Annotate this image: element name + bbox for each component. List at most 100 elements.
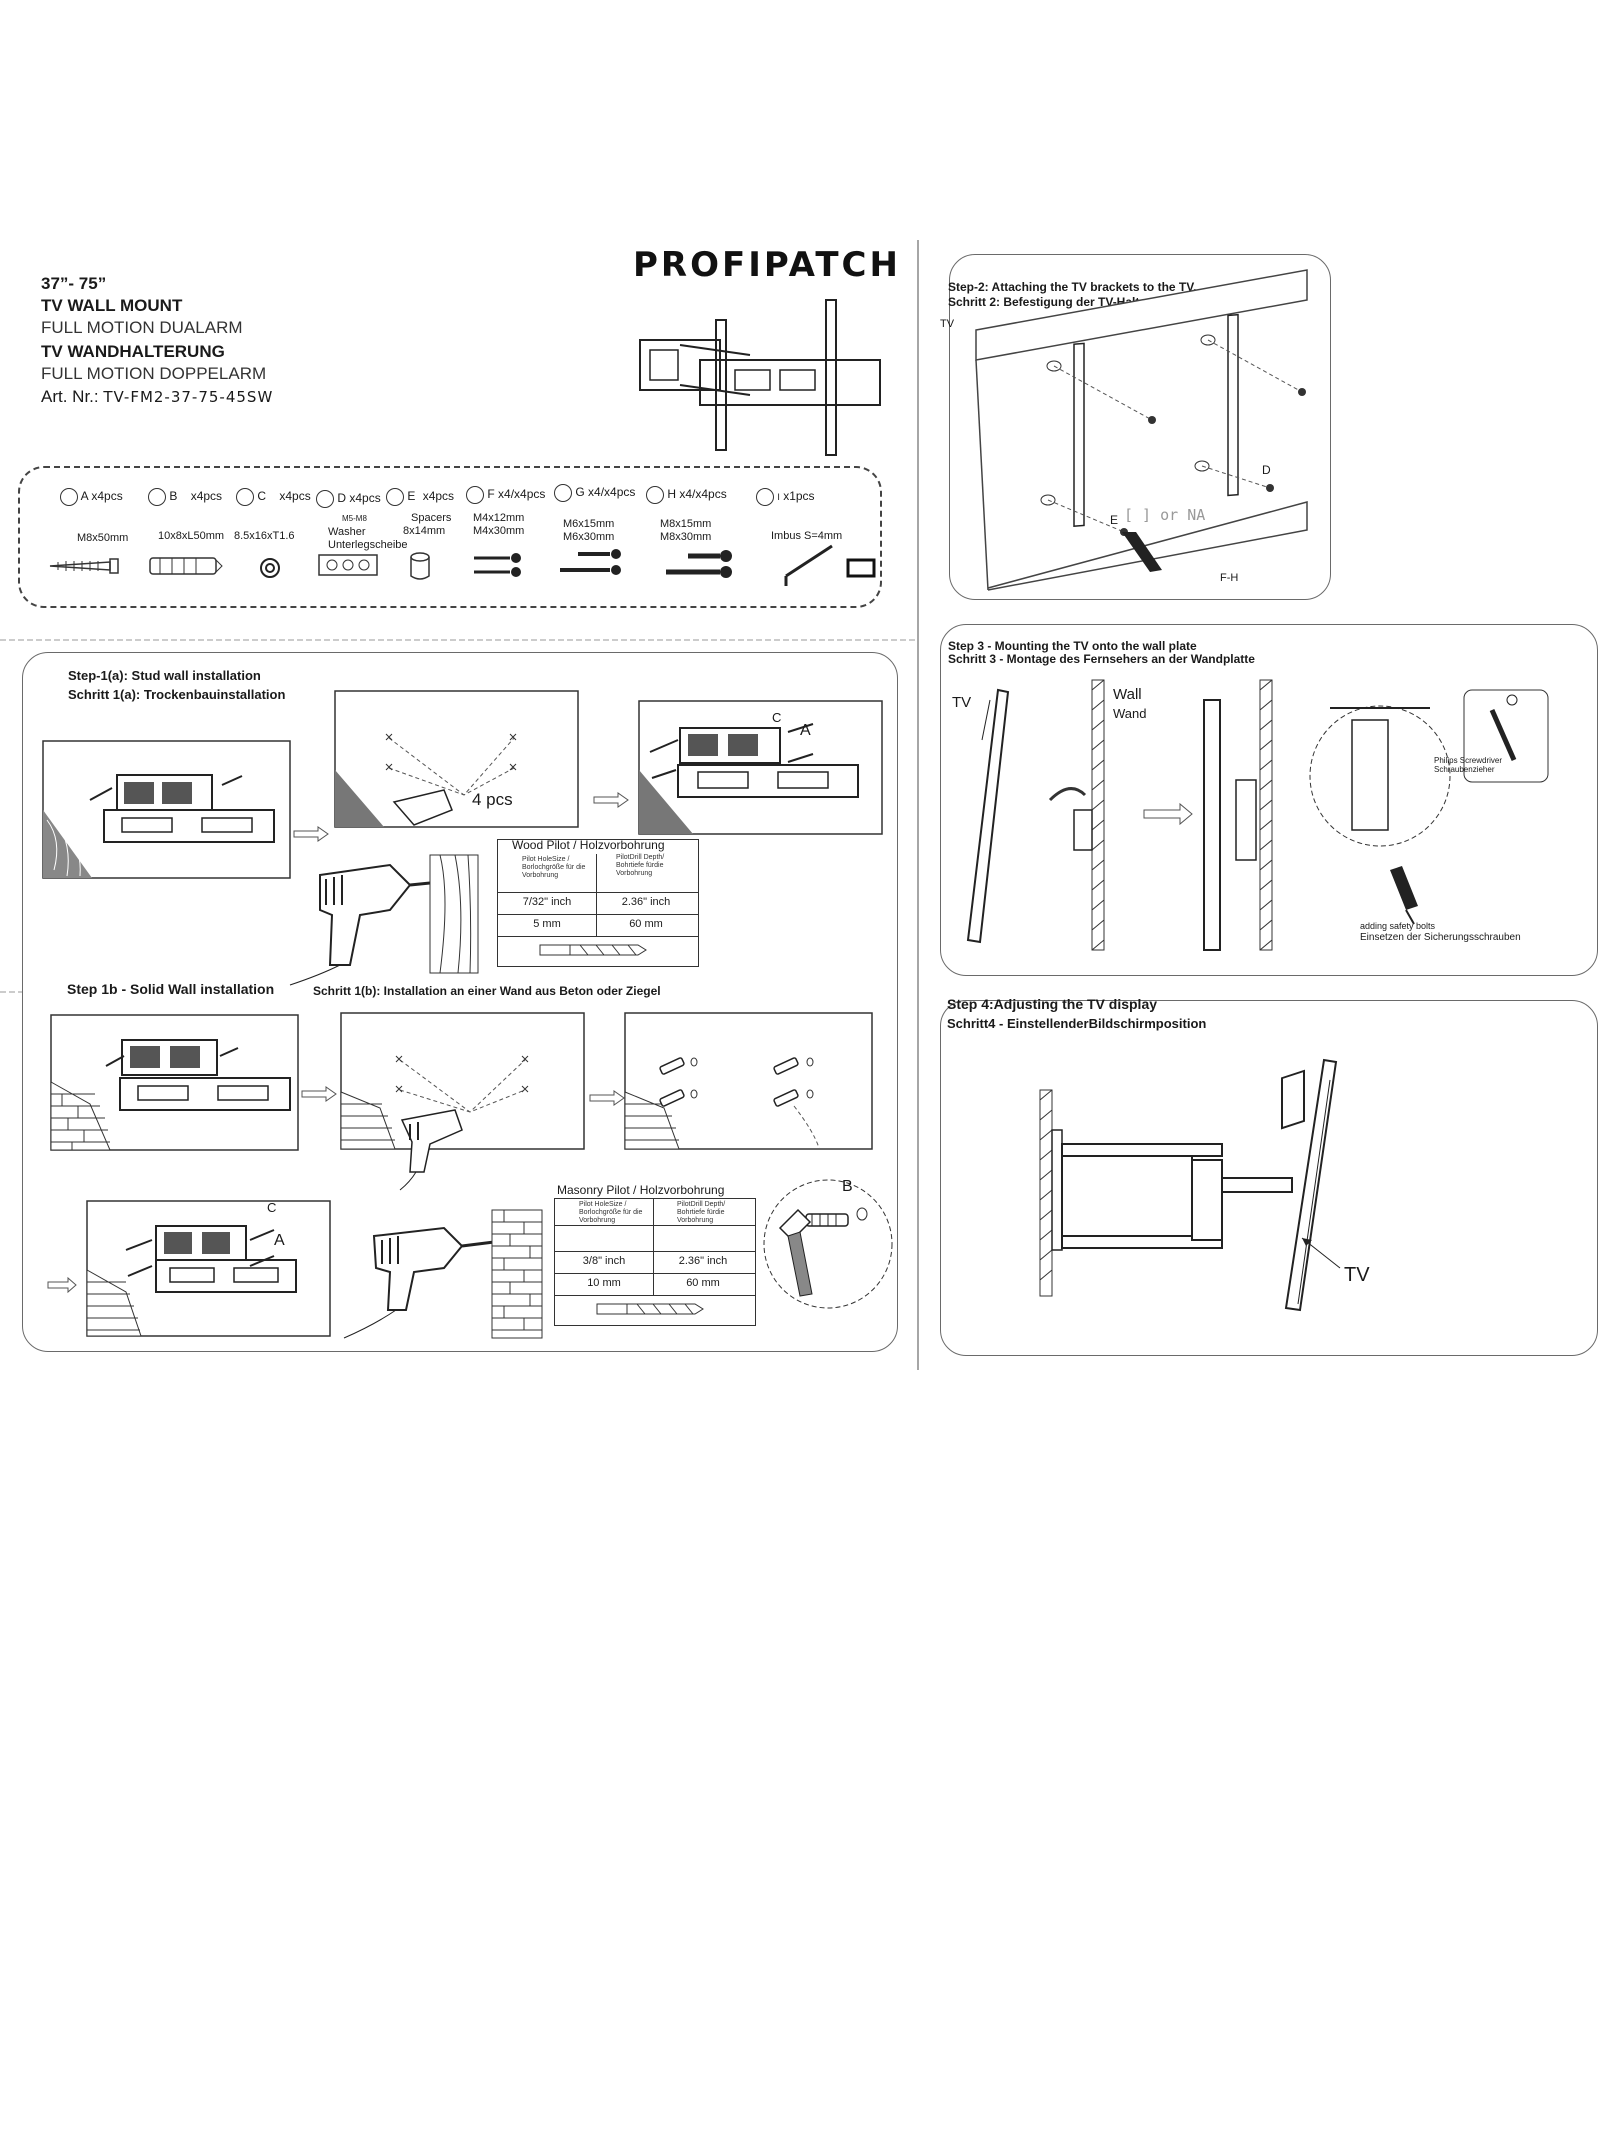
masonry-table-r2c1: 10 mm xyxy=(587,1277,621,1289)
step1b-label-b: B xyxy=(842,1178,853,1195)
part-e-letter: E xyxy=(407,489,416,504)
part-i-letter: I xyxy=(777,492,780,503)
step3-label-wand: Wand xyxy=(1113,706,1147,721)
part-b-qty: x4pcs xyxy=(190,489,223,504)
step3-safety-en: adding safety bolts xyxy=(1360,921,1436,931)
hex-key-icon xyxy=(784,544,876,586)
step3-title-de: Schritt 3 - Montage des Fernsehers an de… xyxy=(948,652,1255,666)
part-g-letter: G xyxy=(575,485,585,500)
masonry-table-header-2: PilotDrill Depth/ Bohrtiefe fürdie Vorbo… xyxy=(677,1201,726,1224)
brand-logo: PROFIPATCH xyxy=(633,245,901,285)
drill-bit-icon xyxy=(539,944,647,956)
arrow-right-icon xyxy=(301,1086,337,1102)
arrow-right-icon xyxy=(293,826,329,842)
arrow-right-icon xyxy=(593,792,629,808)
part-f-spec: M4x12mm xyxy=(473,512,525,524)
part-f-circle xyxy=(466,486,484,504)
part-d-spec2: Unterlegscheibe xyxy=(328,539,408,551)
anchor-hammer-detail xyxy=(763,1179,893,1309)
solid-wall-mount-illustration xyxy=(50,1014,299,1151)
drill-bit-icon xyxy=(596,1303,704,1315)
step1a-title-de: Schritt 1(a): Trockenbauinstallation xyxy=(68,687,286,702)
part-c: C x4pcs xyxy=(236,488,311,506)
step4-title-en: Step 4:Adjusting the TV display xyxy=(947,996,1158,1012)
screws-f-icon xyxy=(474,553,521,577)
product-subtitle-en: FULL MOTION DUALARM xyxy=(41,318,243,337)
stud-wall-attach-illustration xyxy=(638,700,883,835)
part-h-circle xyxy=(646,486,664,504)
part-d-spec: Washer xyxy=(328,526,366,538)
tv-pointer-arrow xyxy=(1301,1237,1341,1269)
masonry-table-r1c1: 3/8" inch xyxy=(582,1255,626,1267)
step2-label-e: E xyxy=(1110,513,1119,527)
part-b-circle xyxy=(148,488,166,506)
four-pcs-label: 4 pcs xyxy=(472,790,513,809)
arrow-right-icon xyxy=(47,1276,77,1294)
masonry-drill-illustration xyxy=(343,1209,543,1339)
step2-or-na: [ ] or NA xyxy=(1124,506,1206,524)
tv-brackets-illustration xyxy=(975,269,1308,591)
tv-mount-wall-illustration xyxy=(966,679,1549,951)
part-a-letter: A xyxy=(80,489,89,504)
part-h-letter: H xyxy=(667,487,677,502)
part-d-circle xyxy=(316,490,334,508)
step1a-label-c: C xyxy=(772,710,782,725)
part-i-spec: Imbus S=4mm xyxy=(771,530,843,542)
stud-wall-drilling-illustration xyxy=(334,690,579,828)
anchor-b-icon xyxy=(149,557,223,575)
step2-label-tv: TV xyxy=(940,318,955,330)
step1a-title-en: Step-1(a): Stud wall installation xyxy=(68,668,261,683)
part-e-qty: x4pcs xyxy=(422,489,455,504)
part-e: E x4pcs xyxy=(386,488,454,506)
masonry-table-r1c2: 2.36" inch xyxy=(678,1255,728,1267)
wood-pilot-table: Wood Pilot / Holzvorbohrung Pilot HoleSi… xyxy=(497,838,699,967)
wood-table-header-1: Pilot HoleSize / Borlochgröße für die Vo… xyxy=(522,856,586,879)
step3-screwdriver-en: Philips Screwdriver xyxy=(1434,756,1503,765)
product-title-en: TV WALL MOUNT xyxy=(41,296,183,315)
part-c-spec: 8.5x16xT1.6 xyxy=(234,530,295,542)
part-a-circle xyxy=(60,488,78,506)
part-f: F x4/x4pcs xyxy=(466,486,545,504)
step3-screwdriver-de: Schraubenzieher xyxy=(1434,765,1495,774)
wood-drill-illustration xyxy=(289,854,479,986)
product-subtitle-de: FULL MOTION DOPPELARM xyxy=(41,364,267,383)
part-f-spec2: M4x30mm xyxy=(473,525,525,537)
part-f-letter: F xyxy=(487,487,495,502)
tv-adjust-illustration xyxy=(1039,1058,1338,1312)
part-h-spec: M8x15mm xyxy=(660,518,712,530)
product-size: 37”- 75” xyxy=(41,274,107,293)
part-h-spec2: M8x30mm xyxy=(660,531,712,543)
screws-h-icon xyxy=(666,550,732,578)
part-i-circle xyxy=(756,488,774,506)
part-g-circle xyxy=(554,484,572,502)
wood-table-title: Wood Pilot / Holzvorbohrung xyxy=(512,838,665,852)
wood-table-r1c1: 7/32" inch xyxy=(522,896,572,908)
masonry-table-r2c2: 60 mm xyxy=(686,1277,720,1289)
step2-label-d: D xyxy=(1262,463,1271,477)
stud-wall-mount-illustration xyxy=(42,740,291,879)
part-d: D x4pcs xyxy=(316,490,381,508)
parts-panel xyxy=(18,466,882,608)
masonry-table-header-1: Pilot HoleSize / Borlochgröße für die Vo… xyxy=(579,1201,643,1224)
wood-table-r2c2: 60 mm xyxy=(629,918,663,930)
masonry-pilot-table: Masonry Pilot / Holzvorbohrung Pilot Hol… xyxy=(554,1183,756,1326)
part-c-qty: x4pcs xyxy=(279,489,311,504)
part-g-qty: x4/x4pcs xyxy=(588,485,636,500)
solid-wall-anchors-illustration xyxy=(624,1012,873,1150)
part-h-qty: x4/x4pcs xyxy=(679,487,727,502)
part-h: H x4/x4pcs xyxy=(646,486,727,504)
article-value: TV-FM2-37-75-45SW xyxy=(103,388,274,406)
part-g: G x4/x4pcs xyxy=(554,484,635,502)
solid-wall-drilling-illustration xyxy=(340,1012,585,1191)
part-c-letter: C xyxy=(257,489,267,504)
part-c-circle xyxy=(236,488,254,506)
part-a-qty: x4pcs xyxy=(91,489,123,504)
part-d-qty: x4pcs xyxy=(349,491,381,506)
step1b-title-en: Step 1b - Solid Wall installation xyxy=(67,981,275,997)
screw-a-icon xyxy=(49,558,119,574)
part-e-circle xyxy=(386,488,404,506)
step2-label-fh: F-H xyxy=(1220,572,1239,584)
step1a-label-a: A xyxy=(800,722,811,739)
part-b-spec: 10x8xL50mm xyxy=(158,530,225,542)
screws-g-icon xyxy=(560,549,621,575)
